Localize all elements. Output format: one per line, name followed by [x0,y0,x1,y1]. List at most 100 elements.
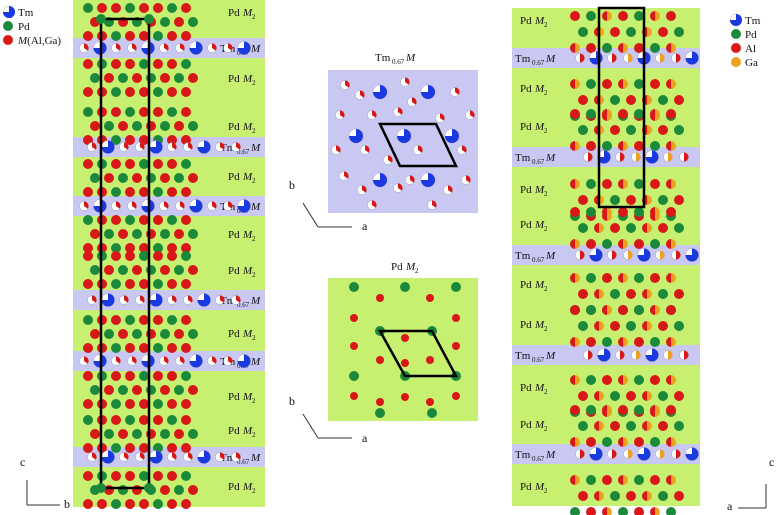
left-unit-cell [99,17,151,490]
al-atom [666,305,676,315]
pd-atom [658,391,668,401]
m-partial-atom [132,356,137,364]
m-atom [111,415,121,425]
m-atom [181,279,191,289]
al-atom [666,405,676,415]
al-ga-mixed-atom-right [623,273,628,283]
m-partial-atom [84,356,89,364]
m-atom [139,3,149,13]
m-atom [139,31,149,41]
m-partial-atom [668,152,673,162]
pd-label-m: M [534,319,545,331]
al-ga-mixed-atom-left [570,337,575,347]
tm-inset-atom [373,85,387,99]
pd-label-main: Pd [228,265,240,277]
pd-atom [132,429,142,439]
pd-atom [118,73,128,83]
m-atom [188,265,198,275]
pd-label-main: Pd [520,419,532,431]
m-atom [118,121,128,131]
tm-atom [197,450,211,464]
m-atom [90,329,100,339]
m-inset-atom [440,113,445,121]
pd-atom [104,429,114,439]
pd-atom [174,265,184,275]
pd-atom [90,265,100,275]
al-ga-mixed-atom-right [575,239,580,249]
pd-label-m: M [534,419,545,431]
m-atom [167,399,177,409]
pd-inset-unit-cell [377,329,459,378]
al-ga-mixed-atom-right [623,475,628,485]
al-ga-mixed-atom-right [599,223,604,233]
pd-atom [181,59,191,69]
pd-label-main: Pd [228,171,240,183]
pd-atom [602,141,612,151]
m-atom [83,371,93,381]
pd-label-m: M [534,15,545,27]
al-atom [666,207,676,217]
Pd-legend-marker [731,29,741,39]
pd-label-sub: 2 [544,285,548,293]
pd-atom [125,415,135,425]
m-atom [181,315,191,325]
tm-inset-atom [421,173,435,187]
m-atom [139,499,149,509]
al-atom [674,195,684,205]
m-atom [125,59,135,69]
al-atom [578,95,588,105]
m-atom [111,215,121,225]
m-inset-atom [410,175,415,183]
pd-atom [586,375,596,385]
tm-label-sub: 0.67 [532,455,545,463]
m-atom [104,265,114,275]
tm-atom [101,140,115,154]
tm-label-sub: 0.67 [532,158,545,166]
al-ga-mixed-atom-left [642,421,647,431]
al-ga-mixed-atom-right [623,43,628,53]
pd-inset-atom [349,282,359,292]
m-partial-atom [236,295,241,303]
m-atom [153,59,163,69]
al-ga-mixed-atom-right [623,337,628,347]
pd-label-m: M [242,229,253,241]
al-ga-mixed-atom-left [666,375,671,385]
al-atom [658,321,668,331]
M-legend-marker [3,35,13,45]
m-partial-atom [612,53,617,63]
m-atom [167,59,177,69]
m-atom [132,73,142,83]
m-inset-atom [340,110,345,118]
tm-label-m: M [250,201,261,213]
al-ga-mixed-atom-left [666,475,671,485]
m-atom [167,31,177,41]
m-atom [83,443,93,453]
m-atom [139,343,149,353]
pd-atom [160,229,170,239]
m-atom [118,229,128,239]
m-atom [167,371,177,381]
al-ga-mixed-atom-right [599,391,604,401]
m-partial-atom [676,250,681,260]
pd-atom [111,399,121,409]
tm-label-sub: 0.67 [237,458,250,466]
m-partial-atom [84,43,89,51]
al-atom [658,125,668,135]
Tm-legend-label: Tm [745,15,761,27]
m-atom [125,31,135,41]
al-atom [650,475,660,485]
m-atom [188,485,198,495]
al-ga-mixed-atom-right [671,375,676,385]
pd-atom [90,385,100,395]
al-atom [650,179,660,189]
m-inset-atom [350,314,358,322]
m-inset-atom [350,342,358,350]
pd-atom [666,507,676,515]
m-atom [132,485,142,495]
